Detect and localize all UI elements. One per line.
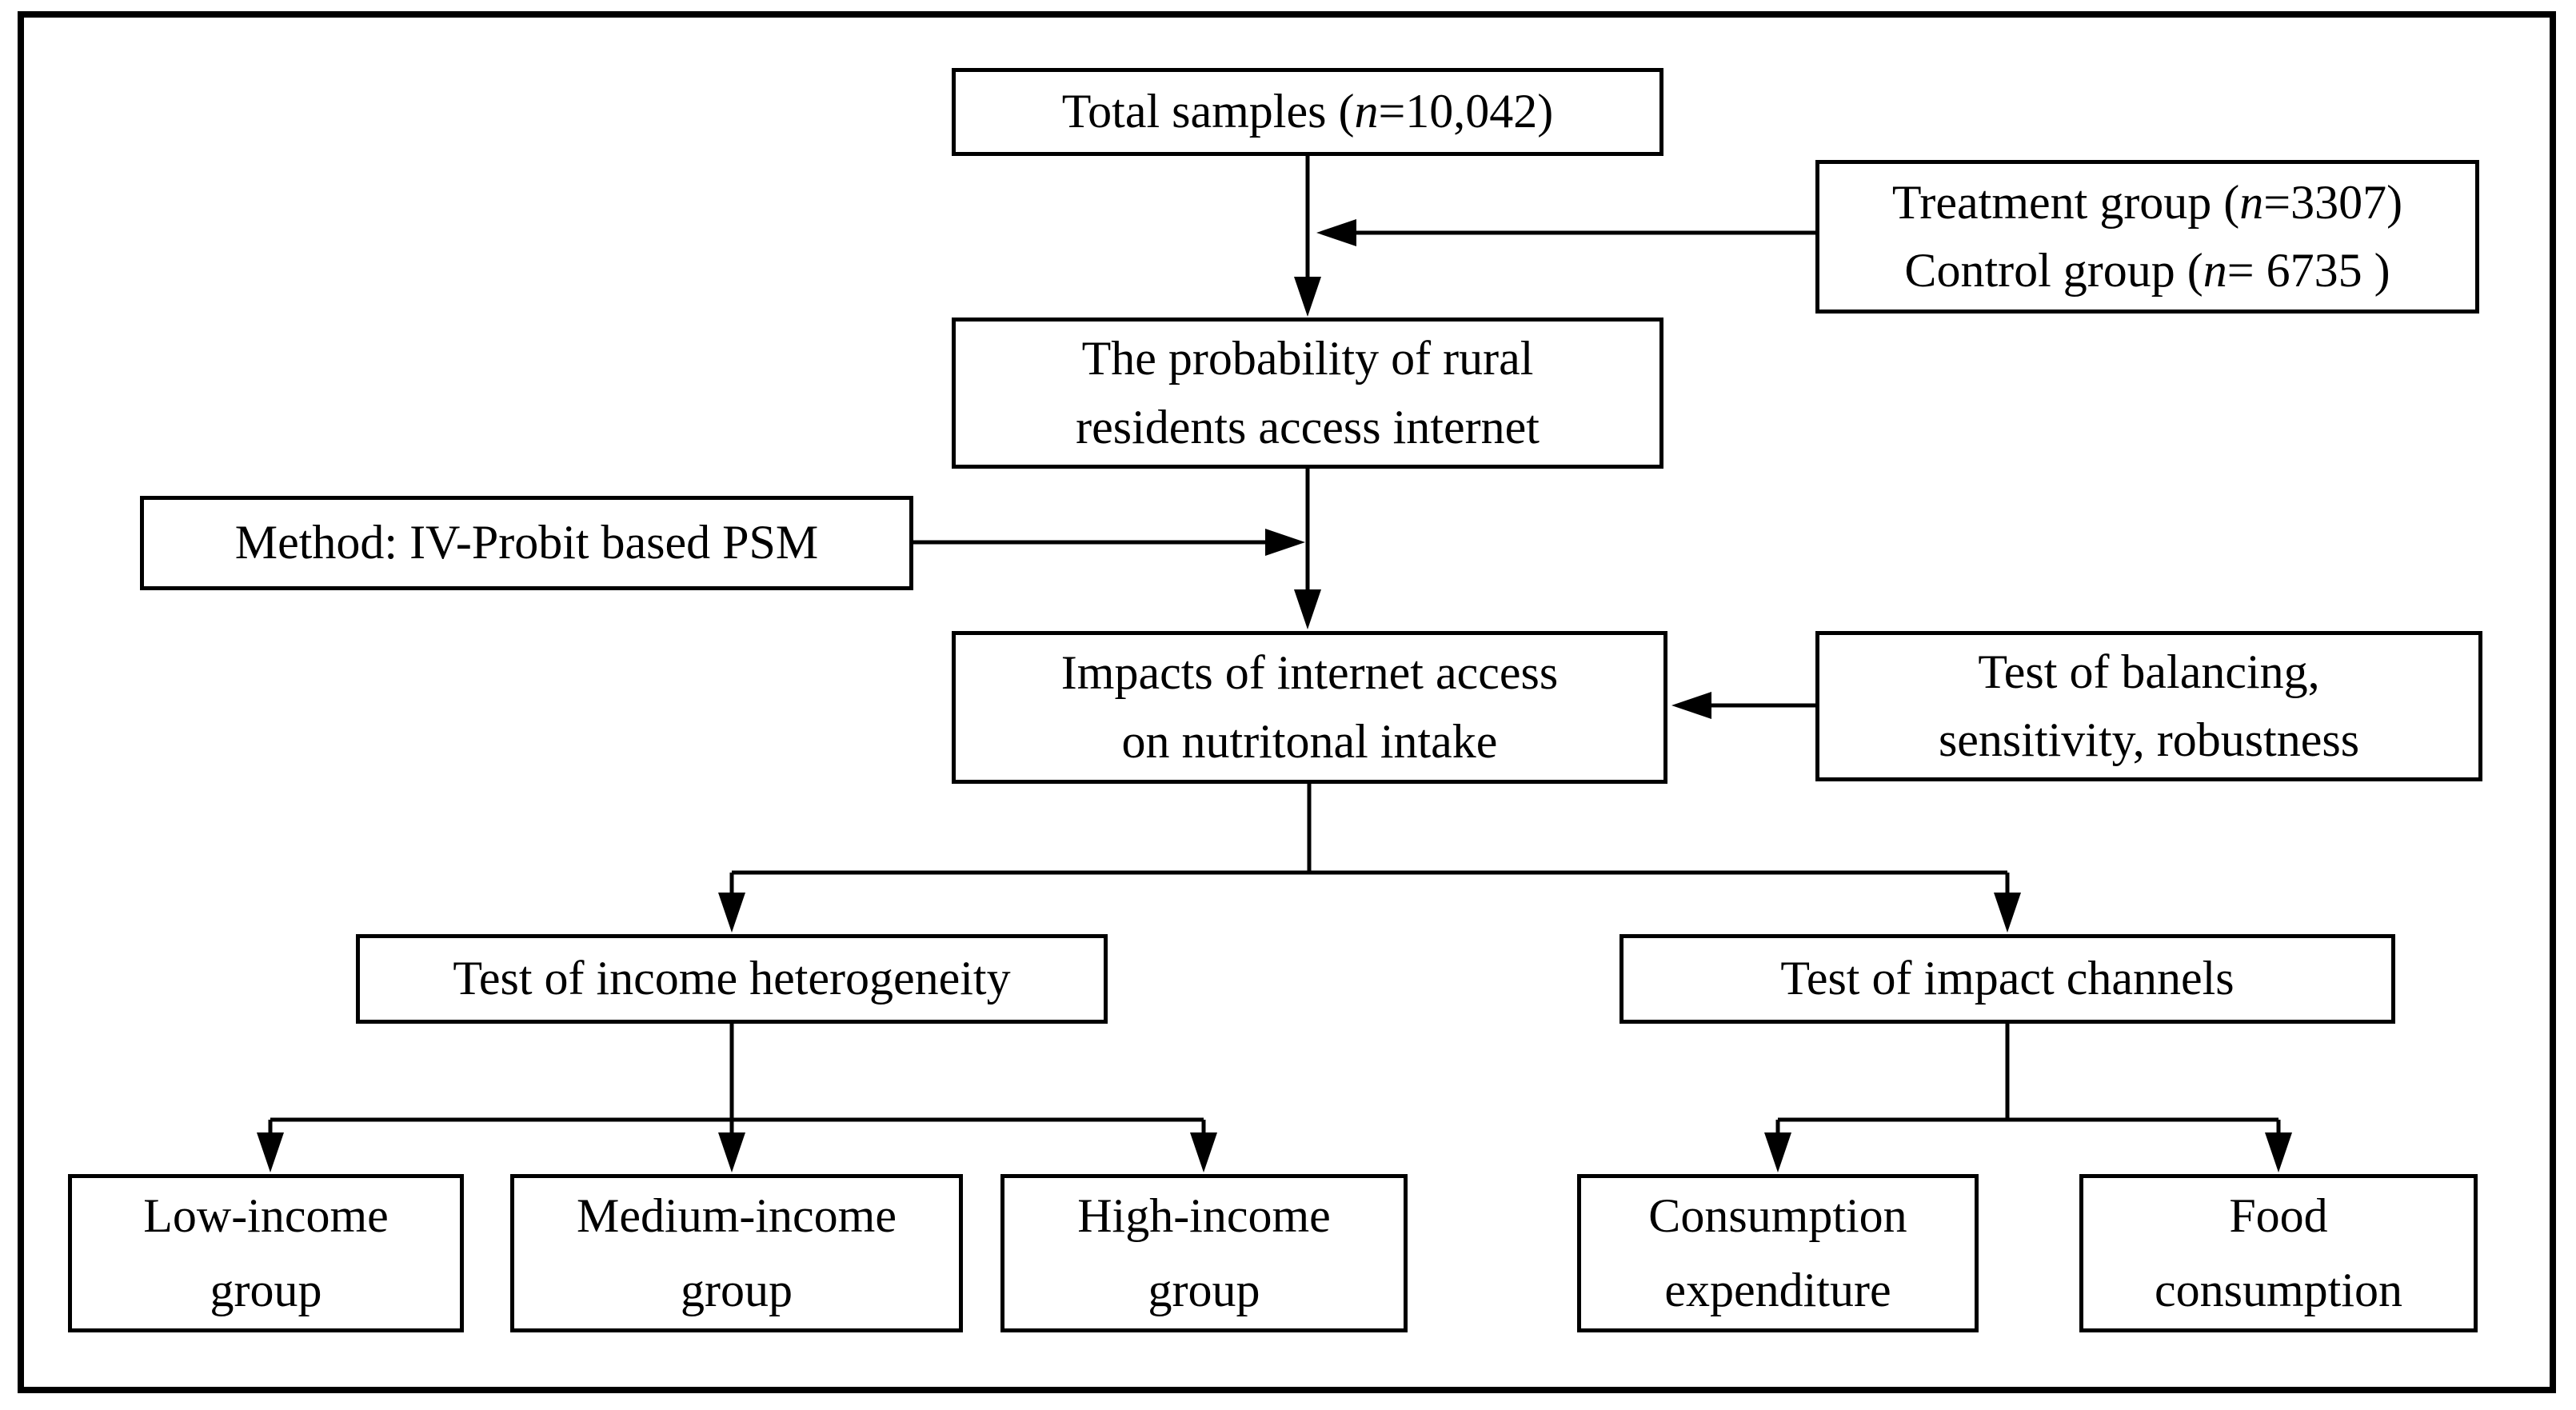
node-impact-channels-test-label: Test of impact channels <box>1780 952 2235 1005</box>
arrowhead-left-from-treatment <box>1316 219 1356 246</box>
arrowhead-down-into-consumption <box>1764 1132 1791 1172</box>
node-balancing-sensitivity-robustness-label: Test of balancing,sensitivity, robustnes… <box>1938 645 2360 766</box>
node-income-heterogeneity-test: Test of income heterogeneity <box>356 934 1108 1024</box>
node-balancing-sensitivity-robustness: Test of balancing,sensitivity, robustnes… <box>1815 631 2482 781</box>
arrowhead-left-into-impacts <box>1671 692 1711 719</box>
arrowhead-down-into-medium <box>718 1132 745 1172</box>
node-impact-channels-test: Test of impact channels <box>1619 934 2395 1024</box>
arrowhead-down-into-high <box>1190 1132 1217 1172</box>
node-method-iv-probit-psm-label: Method: IV-Probit based PSM <box>234 516 819 569</box>
node-treatment-control-group-label: Treatment group (n=3307)Control group (n… <box>1891 175 2403 297</box>
node-total-samples: Total samples (n=10,042) <box>952 68 1663 156</box>
arrowhead-down-into-channels <box>1994 893 2021 933</box>
arrowhead-down-into-impacts <box>1294 589 1321 629</box>
node-treatment-control-group: Treatment group (n=3307)Control group (n… <box>1815 160 2479 314</box>
arrowhead-down-into-food <box>2265 1132 2292 1172</box>
arrowhead-right-from-method <box>1265 529 1305 556</box>
arrowhead-down-into-low <box>257 1132 284 1172</box>
arrowhead-down-into-probability <box>1294 277 1321 317</box>
node-total-samples-label: Total samples (n=10,042) <box>1061 85 1554 138</box>
node-income-heterogeneity-test-label: Test of income heterogeneity <box>453 952 1011 1005</box>
node-method-iv-probit-psm: Method: IV-Probit based PSM <box>140 496 913 590</box>
arrowhead-down-into-heterogeneity <box>718 893 745 933</box>
